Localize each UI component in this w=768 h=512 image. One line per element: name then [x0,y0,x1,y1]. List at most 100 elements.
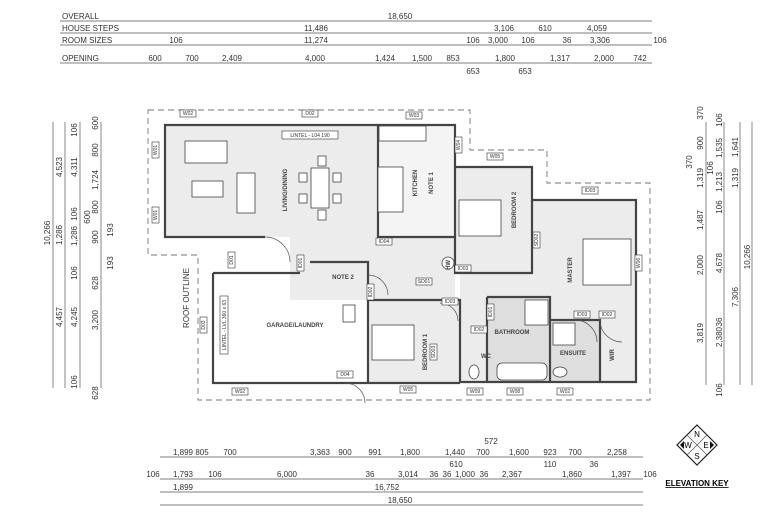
coffee-table [191,180,224,198]
opening-tag-label: W05 [403,387,414,393]
opening-tag: W02 [179,109,197,118]
room-label-bedroom-1: BEDROOM 1 [423,333,429,370]
dimension-value: 1,899 [173,483,194,492]
dimension-value: 1,500 [412,54,433,63]
dimension-value: 2,000 [696,254,705,275]
opening-tag-label: D02 [305,111,314,117]
dimension-value: 1,440 [445,448,466,457]
dimension-value: 36 [480,470,489,479]
opening-tag: W04 [454,136,463,154]
opening-tag-label: W01 [153,145,159,156]
dimension-value: 1,213 [715,171,724,192]
opening-tag: ID02 [598,310,616,319]
dimension-value: 370 [696,106,705,120]
opening-tag: W06 [634,254,643,272]
note-2-tag: NOTE 2 [332,275,354,281]
opening-tag: D04 [336,370,354,379]
dimension-value: 653 [518,67,532,76]
dimension-value: 106 [70,266,79,280]
elevation-key-label: ELEVATION KEY [665,479,729,488]
room-label-kitchen: KITCHEN [413,170,419,197]
elevation-e: E [703,441,708,450]
opening-tag: ID03 [581,186,599,195]
opening-tag: W02 [231,387,249,396]
dimension-value: 18,650 [388,12,413,21]
dimension-value: 1,535 [715,137,724,158]
bed-master [582,238,632,286]
dimension-value: 7,306 [731,286,740,307]
opening-tag: W01 [151,206,160,224]
dimension-value: 4,523 [55,156,64,177]
dimension-value: 2,000 [594,54,615,63]
opening-tag: D02 [301,109,319,118]
dimension-value: 1,899 [173,448,194,457]
opening-tag-label: W02 [183,111,194,117]
opening-tag-label: ID04 [379,239,390,245]
dimension-row-label: OPENING [62,54,99,63]
dimension-value: 4,059 [587,24,608,33]
dimension-value: 193 [106,223,115,237]
armchair [236,172,256,214]
roof-outline-label: ROOF OUTLINE [182,268,191,328]
dimension-value: 36 [366,470,375,479]
opening-tag-label: ID03 [577,312,588,318]
dimension-value: 106 [146,470,160,479]
dimension-value: 106 [706,161,715,175]
dimension-value: 4,000 [305,54,326,63]
dimension-value: 1,286 [70,225,79,246]
dimension-value: 106 [70,123,79,137]
dimension-value: 110 [544,460,557,469]
opening-tag-label: SD02 [534,234,540,247]
lintel-living-label: LINTEL - L04 190 [290,133,330,139]
bed-bedroom1 [371,324,415,361]
bed-bedroom2 [458,199,502,237]
room-label-wir: WIR [610,349,616,361]
dimension-value: 610 [538,24,552,33]
dimension-value: 1,600 [509,448,530,457]
dimension-value: 1,319 [696,167,705,188]
dimension-value: 16,752 [375,483,400,492]
dimension-value: 4,311 [70,157,79,177]
dimension-value: 11,274 [304,36,328,45]
room-label-living-dining: LIVING/DINING [283,168,289,211]
opening-tag: ID01 [296,254,305,272]
laundry-tub [342,304,356,323]
dimension-value: 800 [91,200,100,214]
dimension-value: 923 [543,448,557,457]
shower [524,299,549,326]
dimension-value: 1,397 [611,470,632,479]
dimension-value: 800 [91,143,100,157]
opening-tag-label: W04 [456,140,462,151]
dimension-value: 1,286 [55,224,64,245]
dimension-value: 991 [368,448,382,457]
opening-tag-label: W09 [470,389,481,395]
dimension-value: 3,306 [590,36,611,45]
dimension-value: 106 [653,36,667,45]
opening-tag-label: W02 [560,389,571,395]
dimension-value: 600 [148,54,162,63]
opening-tag: W02 [556,387,574,396]
dimension-value: 3,000 [488,36,509,45]
opening-tag: D01 [227,251,236,269]
dimension-value: 36 [443,470,452,479]
opening-tag: ID02 [470,325,488,334]
opening-tag-label: W03 [409,113,420,119]
dimension-value: 36 [590,460,599,469]
dimension-value: 106 [643,470,657,479]
toilet-wc [468,364,480,380]
dimension-value: 370 [685,155,694,169]
opening-tag-label: ID02 [474,327,485,333]
dimension-value: 900 [696,136,705,150]
opening-tag: ID01 [486,303,495,321]
room-label-bathroom: BATHROOM [495,330,530,336]
opening-tag-label: ID02 [602,312,613,318]
opening-tag: W08 [506,387,524,396]
opening-tag: W05 [399,385,417,394]
dimension-value: 1,724 [91,169,100,190]
dimension-value: 10,266 [743,244,752,269]
opening-tag-label: ID01 [488,307,494,318]
dimension-value: 600 [83,210,92,224]
dimension-value: 4,457 [55,306,64,327]
